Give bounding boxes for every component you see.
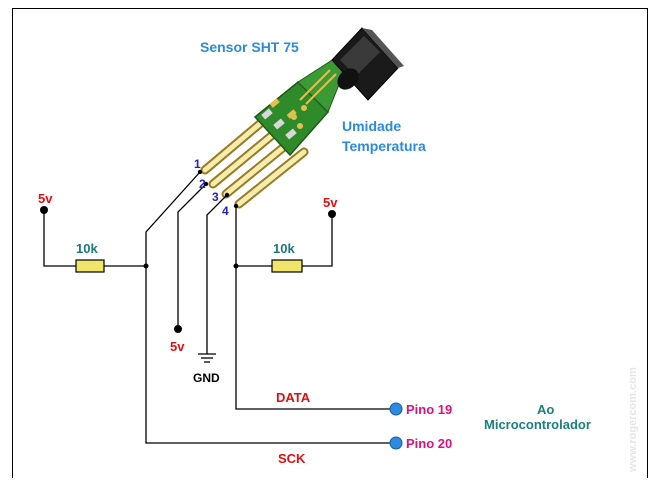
sensor-sht75-picture	[200, 27, 404, 209]
junction-dots	[40, 169, 336, 333]
pin4-terminal	[233, 203, 239, 209]
sensor-title: Sensor SHT 75	[200, 39, 299, 55]
pin19-connector	[389, 402, 403, 416]
right-resistor-label: 10k	[273, 241, 295, 256]
pin-number-3: 3	[212, 190, 219, 204]
terminal-left-5v	[40, 206, 48, 214]
left-supply-label: 5v	[38, 191, 53, 206]
junction-dot-sck	[143, 263, 149, 269]
sensor-desc-temperatura: Temperatura	[342, 138, 426, 154]
mcu-label-ao: Ao	[537, 402, 554, 417]
terminal-pin2-5v	[174, 325, 182, 333]
pin3-terminal	[224, 192, 230, 198]
resistor-right	[271, 259, 303, 273]
left-resistor-label: 10k	[76, 241, 98, 256]
pin2-terminal	[203, 181, 209, 187]
wires	[43, 171, 392, 444]
data-signal-label: DATA	[276, 390, 311, 405]
right-supply-label: 5v	[323, 195, 338, 210]
sensor-pcb	[253, 54, 349, 157]
pin-number-4: 4	[222, 204, 229, 218]
resistor-left	[75, 259, 105, 273]
junction-dot-data	[233, 263, 239, 269]
pin20-connector	[389, 436, 403, 450]
watermark-text: www.rogercom.com	[627, 367, 639, 473]
sensor-leads	[200, 117, 309, 209]
pin-number-2: 2	[199, 177, 206, 191]
sck-signal-label: SCK	[278, 451, 306, 466]
sensor-desc-umidade: Umidade	[342, 118, 401, 134]
pin19-label: Pino 19	[406, 402, 452, 417]
ground-label: GND	[193, 371, 220, 385]
pin2-supply-label: 5v	[170, 339, 185, 354]
pin-number-1: 1	[194, 157, 201, 171]
mcu-label-microcontrolador: Microcontrolador	[484, 417, 591, 432]
pin20-label: Pino 20	[406, 436, 452, 451]
terminal-right-5v	[328, 210, 336, 218]
sensor-chip	[331, 27, 404, 101]
diagram-frame	[12, 8, 648, 478]
pin1-terminal	[197, 169, 203, 175]
